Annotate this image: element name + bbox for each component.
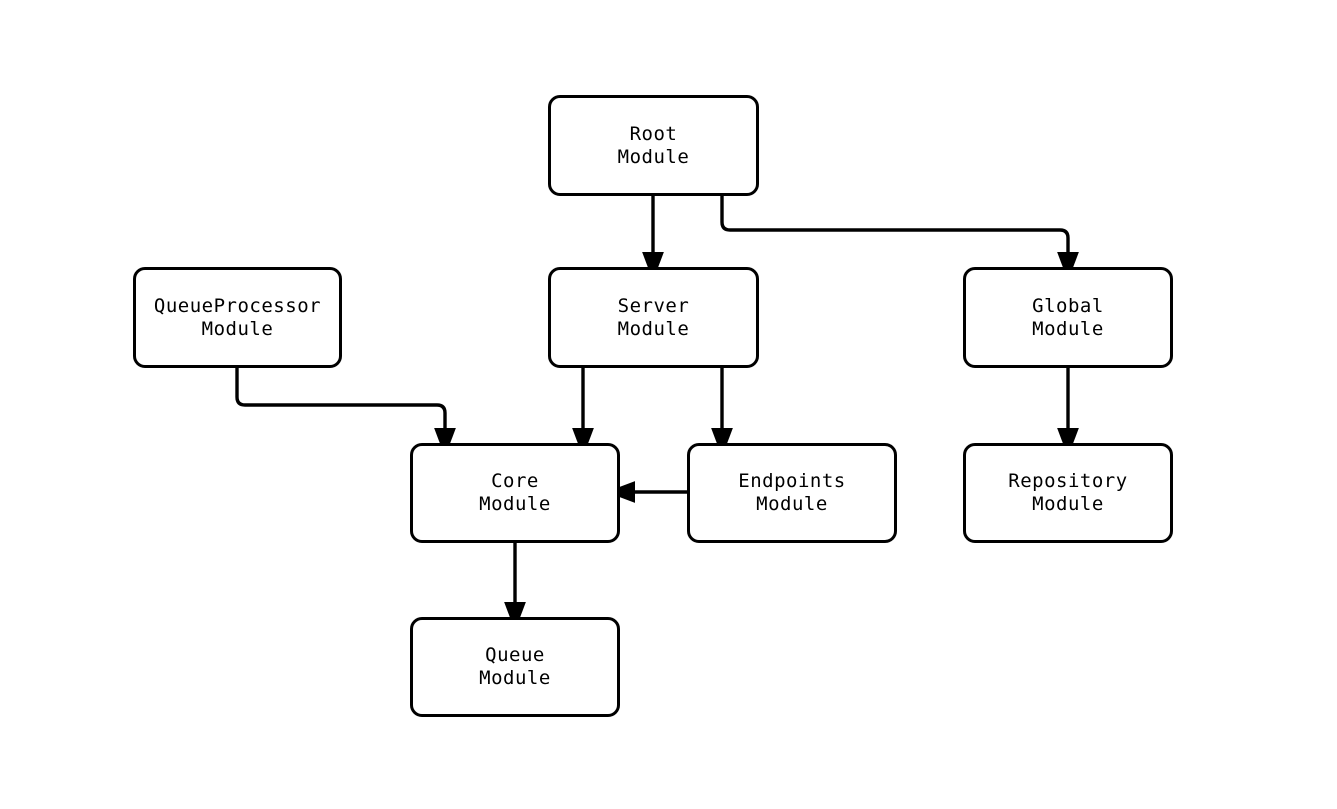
node-label-primary: Root bbox=[629, 122, 678, 145]
node-label-secondary: Module bbox=[617, 317, 690, 340]
edge-queueprocessor-to-core bbox=[235, 368, 456, 457]
node-label-secondary: Module bbox=[756, 493, 828, 515]
node-label-primary: Core bbox=[491, 470, 539, 492]
node-label-primary: Server bbox=[617, 294, 690, 317]
edge-root-to-global bbox=[720, 196, 1079, 281]
node-label-secondary: Module bbox=[479, 493, 551, 515]
node-label-primary: QueueProcessor bbox=[153, 294, 322, 317]
node-label-primary: Queue bbox=[485, 644, 545, 666]
node-label-secondary: Module bbox=[201, 317, 274, 340]
node-label-primary: Endpoints bbox=[738, 470, 846, 492]
node-label-secondary: Module bbox=[1032, 317, 1104, 340]
node-label-secondary: Module bbox=[1032, 493, 1104, 515]
node-label-secondary: Module bbox=[479, 667, 551, 689]
edges-group bbox=[235, 196, 1079, 631]
node-label-primary: Repository bbox=[1008, 470, 1128, 492]
node-label-secondary: Module bbox=[617, 145, 690, 168]
node-label-primary: Global bbox=[1032, 294, 1104, 317]
